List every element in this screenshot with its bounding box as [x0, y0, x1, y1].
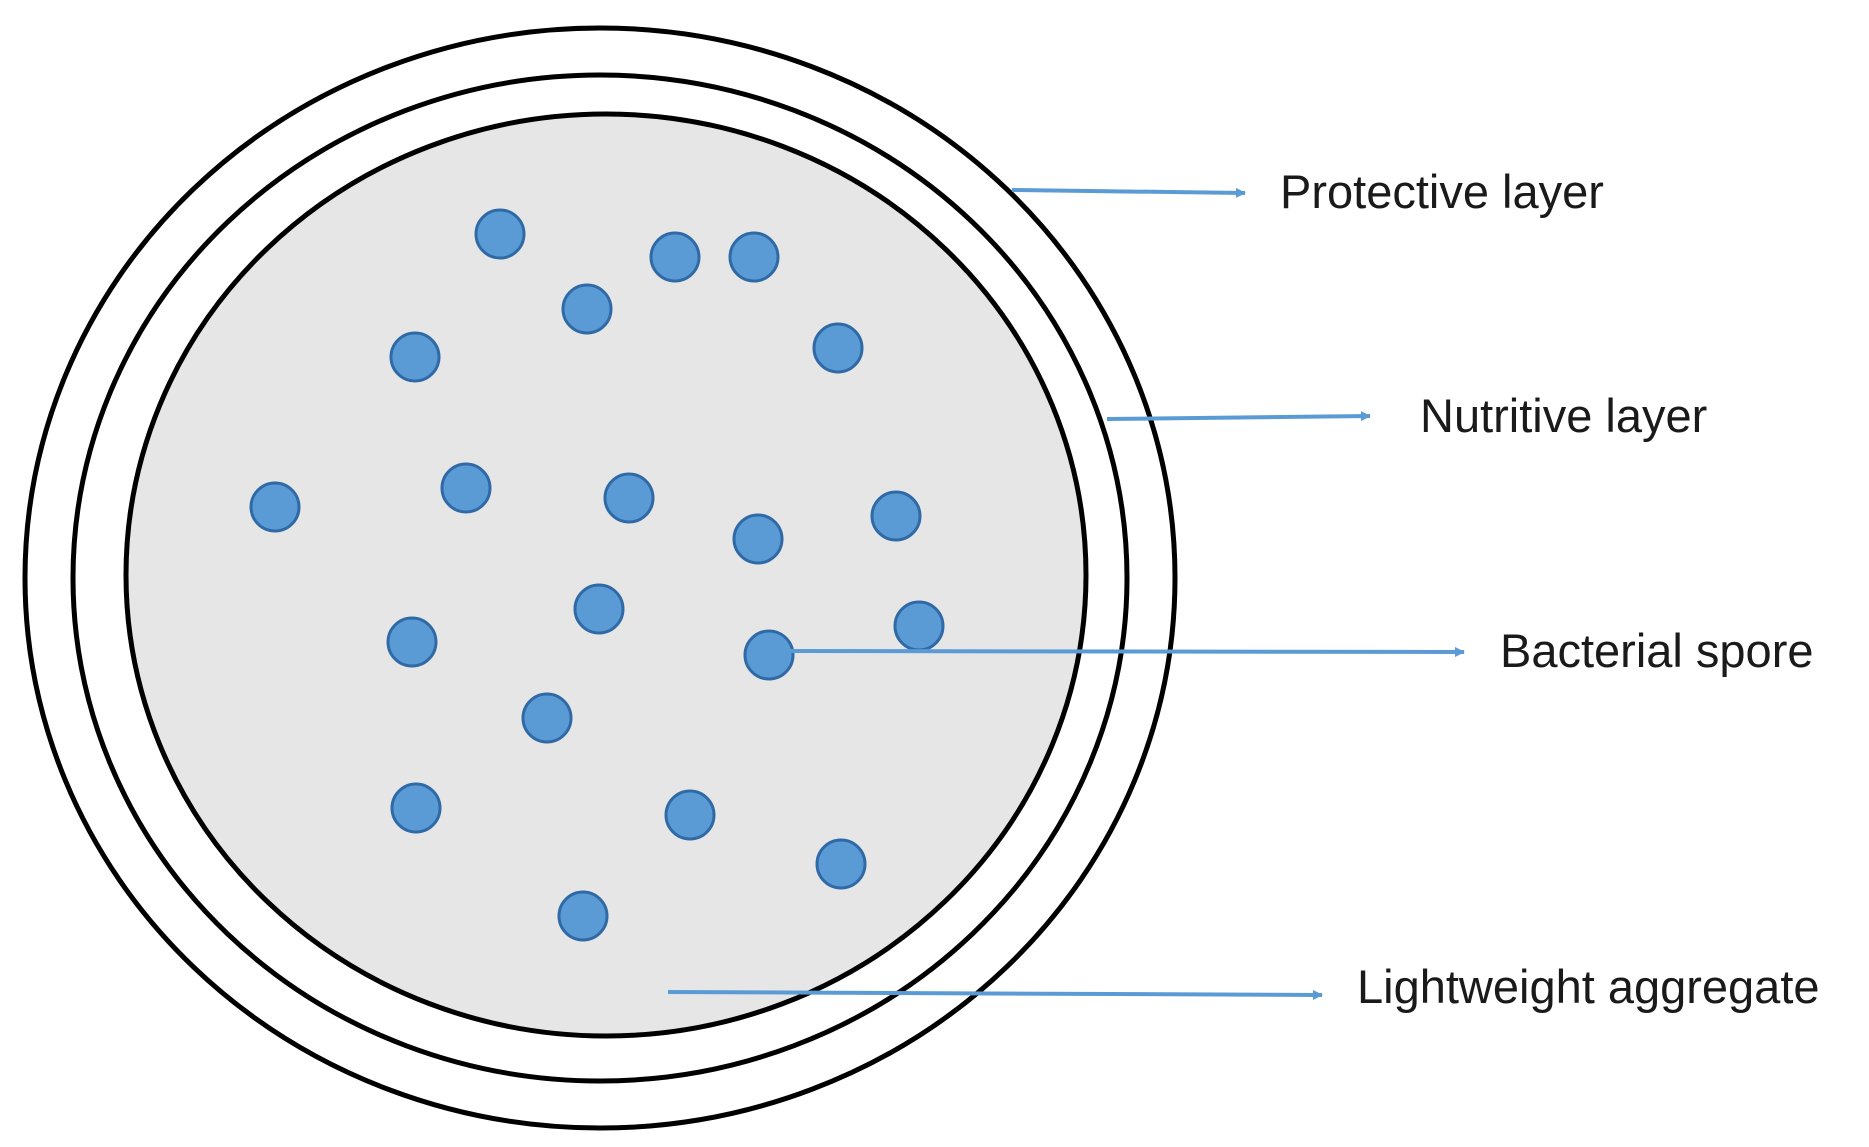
labels: Protective layer Nutritive layer Bacteri… — [1280, 165, 1820, 1013]
spore-dot — [728, 231, 780, 283]
spore-dot — [870, 490, 922, 542]
leader-arrows — [667, 187, 1465, 1000]
lightweight-aggregate-arrow — [667, 989, 1323, 1000]
nutritive-layer-label: Nutritive layer — [1420, 389, 1707, 442]
spore-dot — [664, 789, 716, 841]
bacterial-spores — [249, 208, 945, 942]
particle — [22, 25, 1178, 1131]
spore-dot — [389, 331, 441, 383]
spore-dot — [557, 890, 609, 942]
spore-dot — [603, 472, 655, 524]
spore-dot — [743, 629, 795, 681]
spore-dot — [649, 231, 701, 283]
spore-dot — [390, 782, 442, 834]
spore-dot — [440, 462, 492, 514]
spore-dot — [521, 692, 573, 744]
protective-layer-label: Protective layer — [1280, 165, 1604, 218]
protective-layer-arrow — [1011, 187, 1246, 198]
lightweight-aggregate-core — [123, 111, 1089, 1039]
spore-dot — [573, 583, 625, 635]
spore-dot — [474, 208, 526, 260]
lightweight-aggregate-label: Lightweight aggregate — [1357, 960, 1820, 1013]
spore-dot — [249, 481, 301, 533]
spore-dot — [812, 322, 864, 374]
bacterial-spore-arrow — [787, 646, 1465, 657]
spore-dot — [732, 513, 784, 565]
spore-dot — [893, 600, 945, 652]
bacterial-spore-label: Bacterial spore — [1500, 624, 1814, 677]
spore-dot — [561, 283, 613, 335]
spore-dot — [815, 838, 867, 890]
nutritive-layer-ring — [70, 72, 1130, 1084]
spore-dot — [386, 616, 438, 668]
protective-layer-ring — [22, 25, 1178, 1131]
nutritive-layer-arrow — [1106, 411, 1371, 422]
